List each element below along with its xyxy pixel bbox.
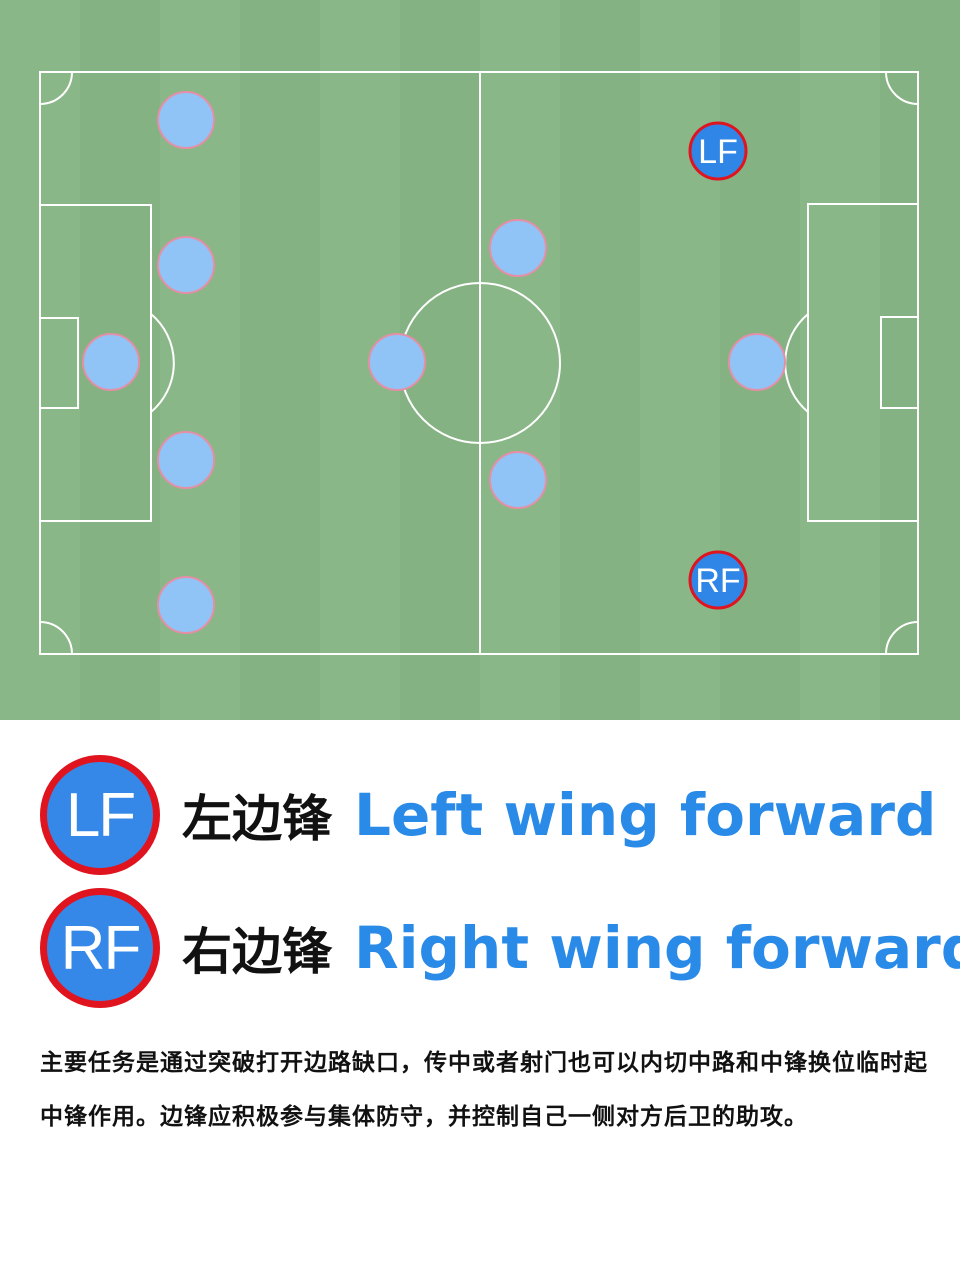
right-goal-box	[880, 316, 919, 409]
highlight-lf-marker: LF	[688, 121, 748, 181]
lf-english-label: Left wing forward	[354, 781, 937, 849]
player-marker-7	[489, 219, 547, 277]
player-markers	[82, 91, 786, 634]
legend-row-rf: RF 右边锋 Right wing forward	[40, 888, 960, 1008]
highlight-rf-label: RF	[695, 562, 740, 600]
highlight-lf-circle	[688, 121, 748, 181]
left-penalty-arc	[150, 313, 175, 413]
player-marker-4	[157, 431, 215, 489]
corner-arc-bottom-right	[885, 621, 919, 655]
lf-badge: LF	[40, 755, 160, 875]
player-marker-8	[489, 451, 547, 509]
highlight-lf-label: LF	[698, 133, 738, 171]
lf-chinese-label: 左边锋	[182, 790, 332, 848]
corner-arc-bottom-left	[39, 621, 73, 655]
role-description: 主要任务是通过突破打开边路缺口，传中或者射门也可以内切中路和中锋换位临时起中锋作…	[40, 1050, 928, 1130]
corner-arc-top-right	[885, 71, 919, 105]
corner-arc-top-left	[39, 71, 73, 105]
player-marker-6	[368, 333, 426, 391]
left-goal-box	[39, 317, 79, 409]
player-marker-2	[157, 236, 215, 294]
rf-english-label: Right wing forward	[354, 914, 960, 982]
highlight-rf-marker: RF	[688, 550, 748, 610]
rf-chinese-label: 右边锋	[182, 923, 332, 981]
pitch-area: LF RF	[0, 0, 960, 720]
highlight-rf-circle	[688, 550, 748, 610]
rf-badge: RF	[40, 888, 160, 1008]
player-marker-3	[82, 333, 140, 391]
legend-row-lf: LF 左边锋 Left wing forward	[40, 755, 950, 875]
player-marker-5	[157, 576, 215, 634]
right-penalty-box	[807, 203, 919, 522]
pitch-diagram: LF RF	[39, 71, 919, 655]
player-marker-1	[157, 91, 215, 149]
right-penalty-arc	[784, 313, 809, 413]
highlighted-positions: LF RF	[688, 121, 748, 610]
player-marker-9	[728, 333, 786, 391]
